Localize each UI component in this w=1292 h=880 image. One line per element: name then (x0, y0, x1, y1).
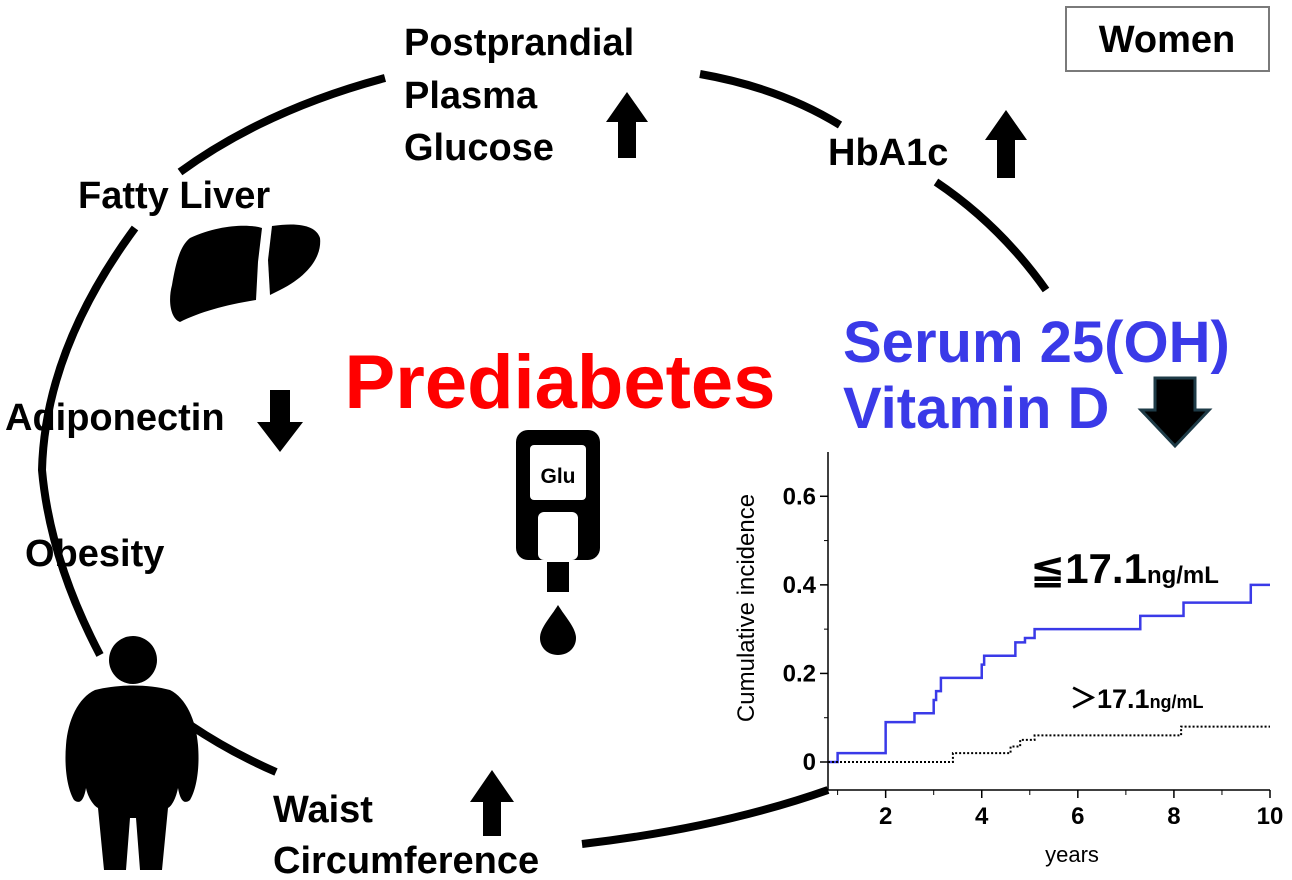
glucose-meter-icon: Glu (516, 430, 600, 655)
vitd-line1: Serum 25(OH) (843, 310, 1230, 375)
series-label-high: ＞17.1ng/mL (1070, 684, 1204, 714)
down-arrow-icon (257, 390, 303, 452)
series-label-low: ≦17.1ng/mL (1030, 545, 1219, 592)
chart-x-tick-label: 8 (1167, 803, 1180, 830)
cycle-ring (37, 70, 1050, 848)
chart-x-tick-label: 6 (1071, 803, 1084, 830)
series-label-low-value: ≦17.1 (1030, 545, 1147, 592)
chart-x-tick-label: 2 (879, 803, 892, 830)
cycle-arc-left (37, 225, 139, 657)
label-postprandial: Postprandial (404, 22, 634, 64)
chart-ylabel: Cumulative incidence (733, 494, 760, 722)
chart-y-tick-label: 0 (803, 749, 816, 776)
cycle-arc-top-left (177, 74, 387, 176)
label-fatty-liver: Fatty Liver (78, 175, 270, 217)
badge-frame (1065, 6, 1270, 72)
cycle-arc-bottom-left (187, 721, 278, 776)
series-line-low (828, 583, 1270, 764)
label-adiponectin: Adiponectin (5, 397, 225, 439)
chart-y-tick-label: 0.2 (783, 660, 816, 687)
label-glucose: Glucose (404, 127, 554, 169)
chart-x-tick-label: 10 (1257, 803, 1284, 830)
series-label-low-unit: ng/mL (1147, 562, 1219, 589)
down-arrow-icon (1137, 376, 1213, 449)
chart-x-tick-label: 4 (975, 803, 989, 830)
cycle-arc-right (933, 178, 1050, 293)
center-title: Prediabetes (345, 340, 776, 425)
liver-icon (170, 224, 321, 322)
up-arrow-icon (985, 110, 1027, 178)
cycle-arc-top (699, 70, 843, 129)
blood-drop-icon (540, 605, 576, 655)
series-label-high-unit: ng/mL (1150, 692, 1204, 712)
series-line-high (828, 725, 1270, 763)
cycle-arc-bottom (581, 786, 830, 848)
chart-y-tick-label: 0.6 (783, 483, 816, 510)
person-icon (65, 636, 199, 870)
up-arrow-icon (470, 770, 514, 836)
series-label-high-value: ＞17.1 (1070, 684, 1150, 714)
vitd-line2: Vitamin D (843, 376, 1109, 441)
meter-display-text: Glu (541, 465, 576, 488)
incidence-chart: Cumulative incidence years ≦17.1ng/mL ＞1… (733, 452, 1283, 867)
label-waist: Waist (273, 789, 373, 831)
label-obesity: Obesity (25, 533, 164, 575)
label-plasma: Plasma (404, 75, 538, 117)
label-hba1c: HbA1c (828, 132, 948, 174)
up-arrow-icon (606, 92, 648, 158)
women-badge: Women (1065, 6, 1270, 72)
badge-label: Women (1099, 19, 1236, 61)
chart-xlabel: years (1045, 842, 1099, 867)
label-circumference: Circumference (273, 840, 539, 880)
chart-y-tick-label: 0.4 (783, 572, 817, 599)
